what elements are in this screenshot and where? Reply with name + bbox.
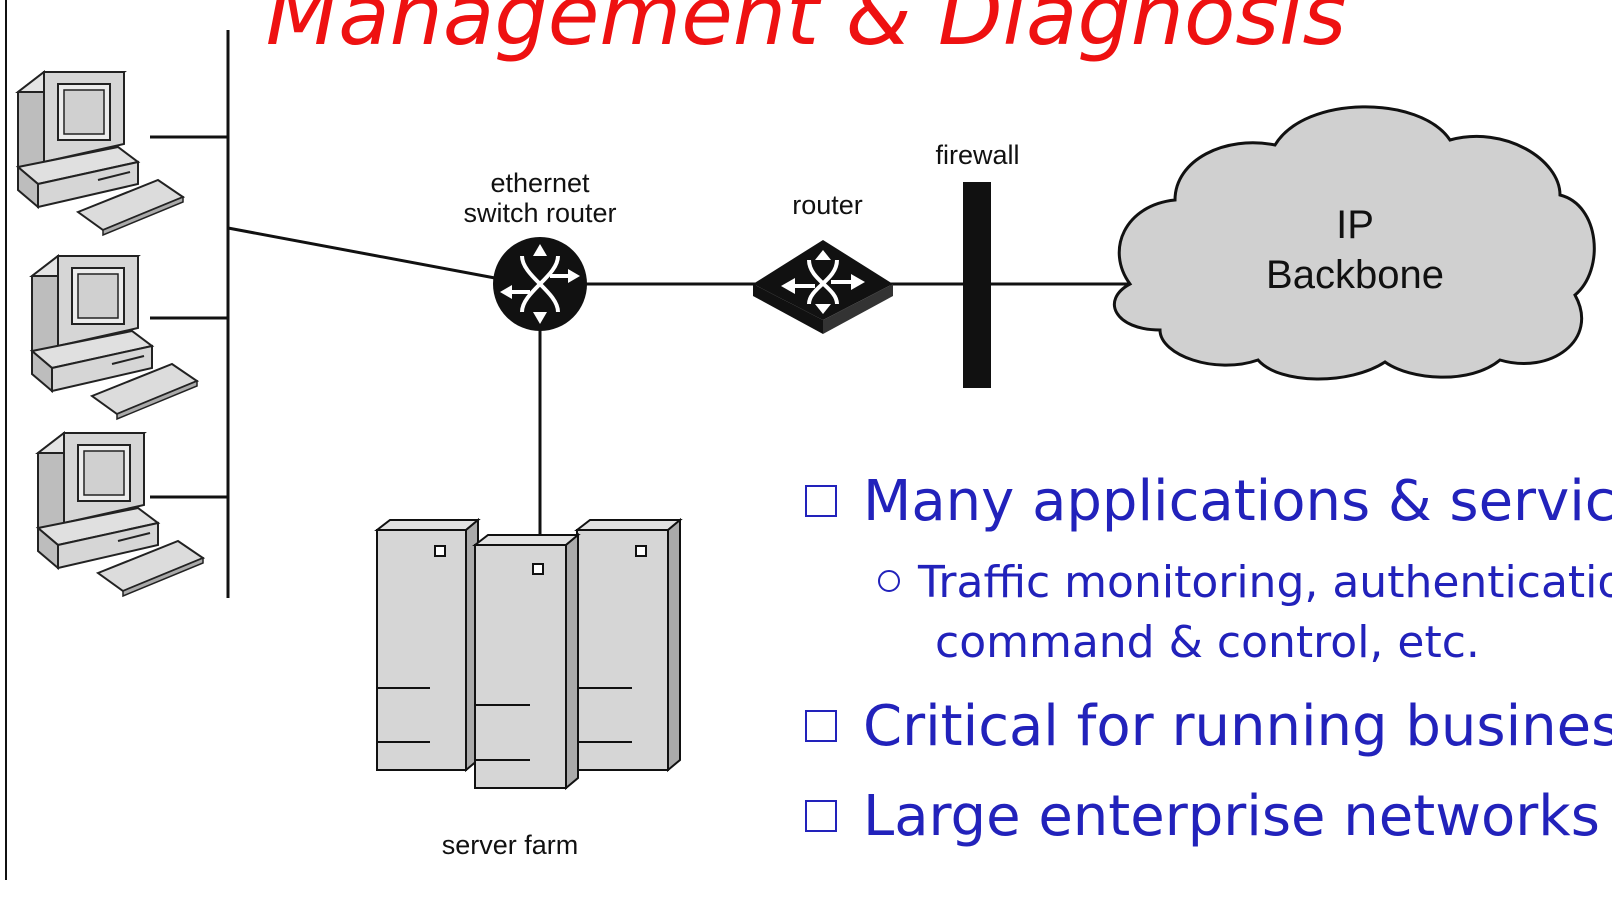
desktop-computer-icon	[37, 432, 204, 597]
slide-title: Management & Diagnosis	[265, 0, 1347, 64]
desktop-computer-icon	[17, 71, 184, 236]
desktop-computer-icon	[31, 255, 198, 420]
server-tower-icon	[374, 517, 481, 773]
firewall-icon	[963, 182, 991, 388]
square-bullet-icon	[805, 709, 837, 742]
router-label: router	[792, 190, 863, 220]
firewall-label: firewall	[935, 140, 1020, 170]
circle-bullet-icon	[878, 570, 900, 592]
server-tower-icon	[574, 517, 683, 773]
router-icon	[753, 240, 893, 334]
bullet-item: Critical for running business	[805, 695, 1612, 759]
cloud-icon	[1112, 105, 1596, 381]
server-farm-label: server farm	[441, 830, 579, 860]
bullet-item: Large enterprise networks	[805, 785, 1600, 849]
sub-bullet-continuation: command & control, etc.	[935, 617, 1480, 668]
sub-bullet-item: Traffic monitoring, authentication,	[878, 555, 1612, 611]
ethernet-switch-router-label: ethernet switch router	[463, 168, 617, 228]
server-tower-icon	[472, 532, 581, 791]
bullet-item: Many applications & services	[805, 470, 1612, 534]
switch-router-icon	[493, 237, 587, 331]
square-bullet-icon	[805, 484, 837, 517]
cloud-label: IP Backbone	[1266, 203, 1444, 297]
square-bullet-icon	[805, 799, 837, 832]
